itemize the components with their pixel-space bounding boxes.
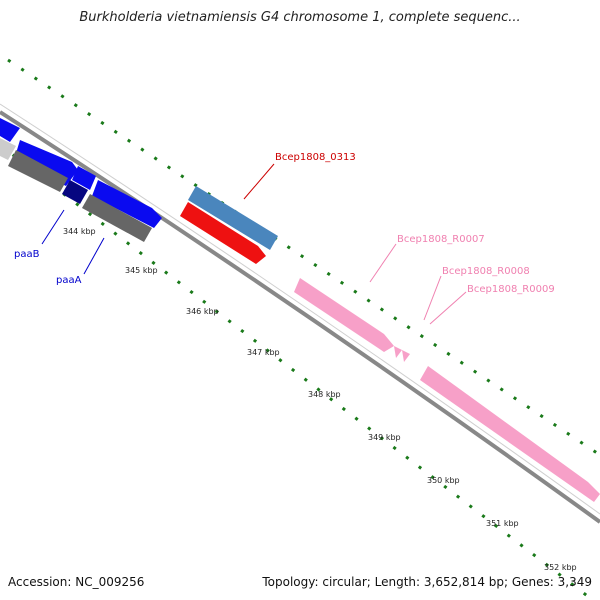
scale-label: 351 kbp [486,519,519,528]
gene-arrow-pink[interactable] [294,278,394,352]
scale-label: 348 kbp [308,390,341,399]
gene-arrow-gray[interactable] [82,194,152,242]
gene-arrow-blue[interactable] [14,140,78,186]
gene-arrow-gray[interactable] [8,150,68,192]
scale-label: 352 kbp [544,563,577,572]
gene-arrow-steel-blue[interactable] [188,186,278,250]
gene-arrow-pink[interactable] [394,346,402,358]
callout-line [423,275,442,321]
gene-arrow-light-gray[interactable] [0,138,16,160]
gene-arrow-blue[interactable] [92,180,162,228]
gene-label-paab[interactable]: paaB [14,249,40,260]
scale-label: 346 kbp [186,307,219,316]
callout-line [83,237,105,275]
gene-arrow-pink[interactable] [420,366,600,502]
gene-arrow-blue[interactable] [0,118,20,142]
scale-label: 344 kbp [63,227,96,236]
scale-label: 350 kbp [427,476,460,485]
inner-tick-ring [0,143,591,600]
gene-label-bcep1808-r0007[interactable]: Bcep1808_R0007 [397,234,485,245]
gene-label-bcep1808-r0008[interactable]: Bcep1808_R0008 [442,266,530,277]
gene-arrow-pink[interactable] [402,350,410,362]
scale-label: 349 kbp [368,433,401,442]
backbone-line [0,103,600,515]
callout-line [41,209,65,245]
callout-line [243,163,275,200]
gene-arrow-dark-blue[interactable] [62,180,88,204]
backbone-line [0,110,600,524]
topology-stats: Topology: circular; Length: 3,652,814 bp… [262,575,592,589]
outer-tick-ring [7,58,600,457]
callout-line [369,243,397,283]
gene-label-bcep1808-0313[interactable]: Bcep1808_0313 [275,152,356,163]
gene-arrow-blue[interactable] [72,166,96,190]
scale-label: 345 kbp [125,266,158,275]
accession-label: Accession: NC_009256 [8,575,145,589]
gene-arrow-red[interactable] [180,202,266,264]
callout-line [429,291,467,325]
map-title: Burkholderia vietnamiensis G4 chromosome… [79,10,521,25]
gene-label-paaa[interactable]: paaA [56,275,82,286]
gene-label-bcep1808-r0009[interactable]: Bcep1808_R0009 [467,284,555,295]
scale-label: 347 kbp [247,348,280,357]
